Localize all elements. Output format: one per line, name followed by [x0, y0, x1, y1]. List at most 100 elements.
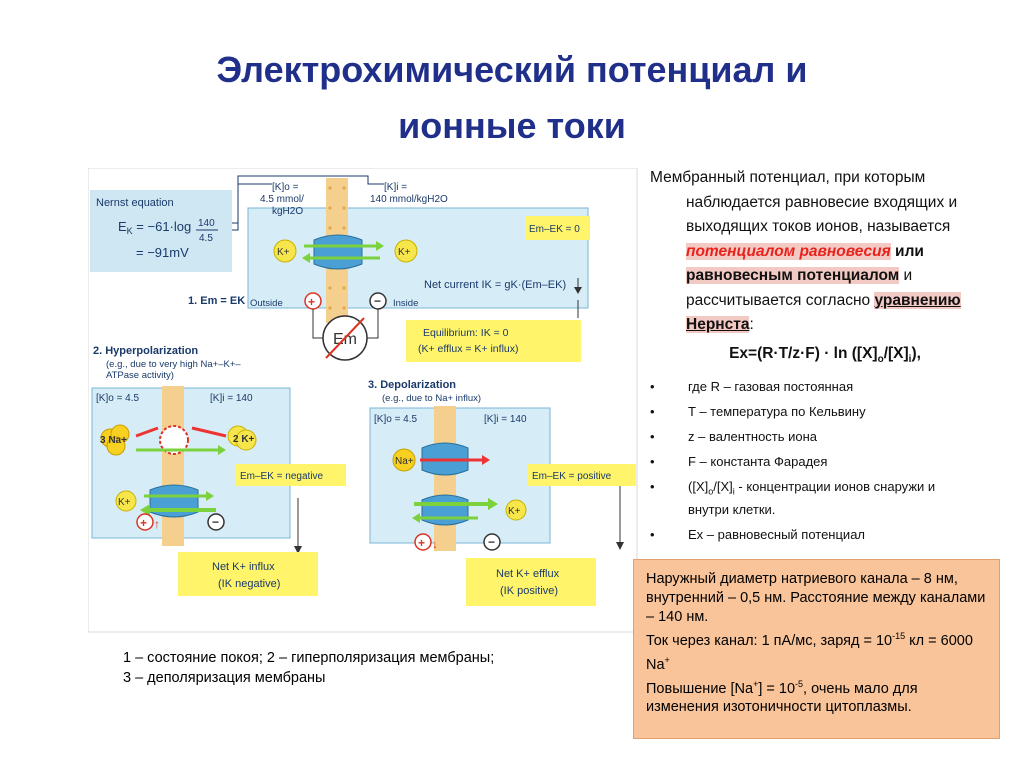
- na-ion-depol: [392, 448, 416, 472]
- depol-net-arrowhead: [616, 542, 624, 550]
- membrane-2: [162, 386, 184, 546]
- hyper-emek-box: [236, 464, 346, 486]
- hyper-net2: (IK negative): [218, 578, 280, 590]
- em-gauge-needle: [325, 317, 365, 359]
- plus-sign-2-label: +: [140, 516, 147, 530]
- nernst-box: [90, 190, 232, 272]
- k-channel-3: [421, 494, 469, 526]
- k-ion-inside-1: [394, 239, 418, 263]
- hyper-ki: [K]i = 140: [210, 393, 253, 404]
- sodium-channel-note: Наружный диаметр натриевого канала – 8 н…: [633, 559, 1000, 739]
- k-ion-hyper-b: [235, 429, 257, 451]
- state1-label: 1. Em = EK: [188, 295, 245, 307]
- ko-value: 4.5 mmol/: [260, 194, 304, 205]
- depol-emek-box: [528, 464, 636, 486]
- intro-term-equilibrium: потенциалом равновесия: [686, 242, 891, 260]
- note-line2: Ток через канал: 1 пА/мс, заряд = 10-15 …: [646, 631, 973, 673]
- k-efflux-arrowhead-1: [376, 241, 384, 251]
- na-pump-arrow-2: [191, 426, 227, 438]
- na-k-pump: [159, 425, 189, 455]
- hyper-sub2: ATPase activity): [106, 370, 174, 381]
- depol-ki: [K]i = 140: [484, 414, 527, 425]
- ki-value: 140 mmol/kgH2O: [370, 194, 448, 205]
- depol-k: K+: [508, 506, 521, 517]
- k-influx-arrowhead-1: [302, 253, 310, 263]
- depol-title: 3. Depolarization: [368, 379, 456, 391]
- nernst-result: = −91mV: [136, 245, 189, 260]
- depol-emek: Em–EK = positive: [532, 471, 612, 482]
- hyper-ko: [K]o = 4.5: [96, 393, 140, 404]
- nernst-numerator: 140: [198, 218, 215, 229]
- hyper-3na: 3 Na+: [100, 435, 127, 446]
- em-ek-zero: Em–EK = 0: [529, 224, 580, 235]
- minus-sign-2: [207, 513, 225, 531]
- down-arrow-3: ↓: [432, 537, 438, 551]
- hyper-title: 2. Hyperpolarization: [93, 345, 198, 357]
- k-channel-1: [313, 234, 363, 270]
- hyper-sub1: (e.g., due to very high Na+–K+–: [106, 359, 241, 370]
- plus-sign-3: [414, 533, 432, 551]
- slide-title-line2: ионные токи: [398, 105, 626, 146]
- ko-unit: kgH2O: [272, 206, 303, 217]
- minus-sign-3: [483, 533, 501, 551]
- equilibrium-line2: (K+ efflux = K+ influx): [418, 343, 518, 355]
- hyper-net1: Net K+ influx: [212, 561, 275, 573]
- nernst-line1: EK = −61·log: [118, 219, 191, 236]
- na-ion-c: [106, 436, 126, 456]
- net-current: Net current IK = gK·(Em–EK): [424, 279, 566, 291]
- plus-sign-1-label: +: [308, 295, 315, 309]
- definition-panel: Мембранный потенциал, при которым наблюд…: [650, 166, 970, 551]
- def-item-ex: Ex – равновесный потенциал: [650, 526, 970, 543]
- hyper-k: K+: [118, 497, 131, 508]
- k-efflux-arrowhead-2: [206, 491, 214, 501]
- def-item-r: где R – газовая постоянная: [650, 378, 970, 395]
- minus-sign-2-label: −: [212, 515, 219, 529]
- def-item-t: T – температура по Кельвину: [650, 403, 970, 420]
- k-influx-arrowhead-2: [140, 504, 150, 516]
- k-efflux-arrowhead-3: [488, 498, 498, 510]
- diagram-caption: 1 – состояние покоя; 2 – гиперполяризаци…: [123, 648, 593, 688]
- definition-intro: Мембранный потенциал, при которым наблюд…: [650, 166, 970, 338]
- plus-sign-2: [136, 513, 154, 531]
- nernst-formula: Ex=(R·T/z·F) · ln ([X]o/[X]i),: [729, 344, 921, 365]
- membrane-3: [434, 406, 456, 551]
- na-influx-arrowhead-3: [482, 455, 490, 465]
- def-item-z: z – валентность иона: [650, 428, 970, 445]
- intro-text-e: и рассчитывается согласно: [686, 267, 913, 309]
- intro-term-equilibrium-potential: равновесным потенциалом: [686, 267, 900, 284]
- k-ion-depol: [505, 499, 527, 521]
- equilibrium-line1: Equilibrium: IK = 0: [423, 327, 509, 339]
- k-pump-arrowhead-2: [218, 445, 226, 455]
- depol-ko: [K]o = 4.5: [374, 414, 418, 425]
- net-current-arrowhead: [574, 287, 582, 294]
- nernst-denominator: 4.5: [199, 233, 213, 244]
- inside-label: Inside: [393, 298, 418, 309]
- minus-sign-1-label: −: [374, 294, 381, 308]
- hyper-2k: 2 K+: [233, 434, 255, 445]
- slide-title-line1: Электрохимический потенциал и: [216, 49, 808, 90]
- equilibrium-box: [406, 320, 581, 362]
- hyper-emek: Em–EK = negative: [240, 471, 324, 482]
- hyper-net-box: [178, 552, 318, 596]
- depol-sub: (e.g., due to Na+ influx): [382, 393, 481, 404]
- depol-na: Na+: [395, 456, 414, 467]
- up-arrow-2: ↑: [154, 517, 160, 531]
- nernst-title: Nernst equation: [96, 197, 174, 209]
- caption-line2: 3 – деполяризация мембраны: [123, 670, 326, 686]
- k-ion-outside-1-label: K+: [277, 247, 290, 258]
- definition-list: где R – газовая постоянная T – температу…: [650, 378, 970, 543]
- minus-sign-3-label: −: [488, 535, 495, 549]
- k-ion-inside-1-label: K+: [398, 247, 411, 258]
- plus-sign-3-label: +: [418, 536, 425, 550]
- k-influx-arrowhead-3: [412, 513, 420, 523]
- ki-label: [K]i =: [384, 182, 407, 193]
- depol-net-box: [466, 558, 596, 606]
- em-ek-zero-box: [525, 216, 590, 240]
- na-efflux-arrow-2: [135, 426, 159, 438]
- note-line3: Повышение [Na+] = 10-5, очень мало для и…: [646, 678, 918, 716]
- intro-text-colon: :: [749, 316, 754, 333]
- def-item-x: ([X]o/[X]i - концентрации ионов снаружи …: [650, 478, 970, 518]
- ko-label: [K]o =: [272, 182, 299, 193]
- k-ion-outside-1: [273, 239, 297, 263]
- def-item-f: F – константа Фарадея: [650, 453, 970, 470]
